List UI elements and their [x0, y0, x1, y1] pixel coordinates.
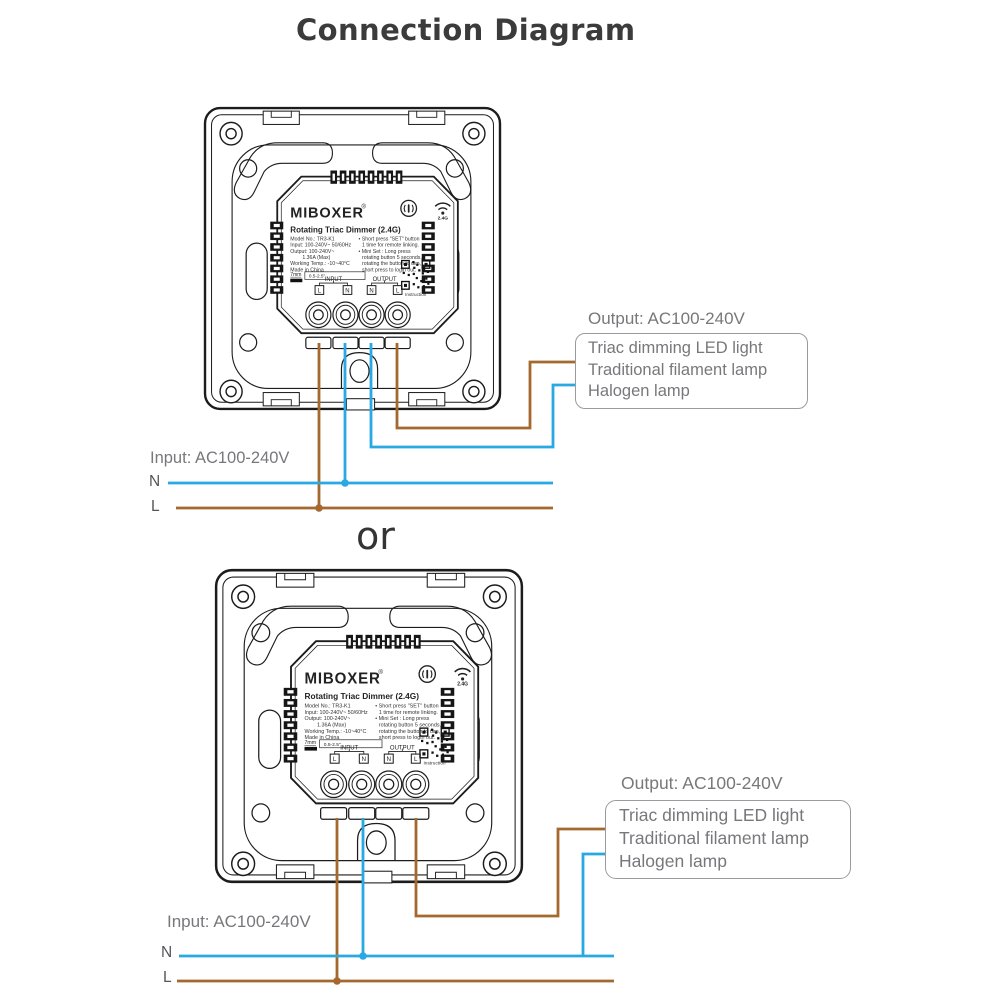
d1-output-title: Output: AC100-240V [588, 309, 745, 328]
d2-output-title: Output: AC100-240V [621, 773, 783, 793]
d2-live-label: L [163, 969, 172, 986]
dimmer-device-rear-view-1 [202, 105, 503, 412]
page-title: Connection Diagram [296, 13, 636, 47]
dimmer-device-rear-view-2 [213, 567, 525, 885]
d2-neutral-lamp-wire [581, 852, 605, 956]
d2-input-title: Input: AC100-240V [167, 912, 311, 931]
d1-live-junction-dot [315, 504, 323, 512]
d1-neutral-junction-dot [341, 479, 349, 487]
load-type: Triac dimming LED light [588, 339, 763, 357]
d1-live-label: L [151, 498, 160, 515]
d1-input-title: Input: AC100-240V [150, 449, 290, 467]
d2-load-types-box: Triac dimming LED light Traditional fila… [605, 800, 851, 879]
d2-neutral-label: N [161, 944, 173, 961]
load-type: Triac dimming LED light [619, 805, 805, 825]
load-type: Halogen lamp [588, 382, 690, 400]
or-separator: or [356, 514, 395, 558]
load-type: Traditional filament lamp [588, 360, 768, 379]
d2-neutral-junction-dot [359, 952, 367, 960]
load-type: Halogen lamp [619, 851, 727, 871]
load-type: Traditional filament lamp [619, 828, 809, 848]
d1-load-types-box: Triac dimming LED light Traditional fila… [575, 333, 808, 409]
d1-neutral-label: N [149, 473, 161, 490]
d2-live-junction-dot [333, 977, 341, 985]
